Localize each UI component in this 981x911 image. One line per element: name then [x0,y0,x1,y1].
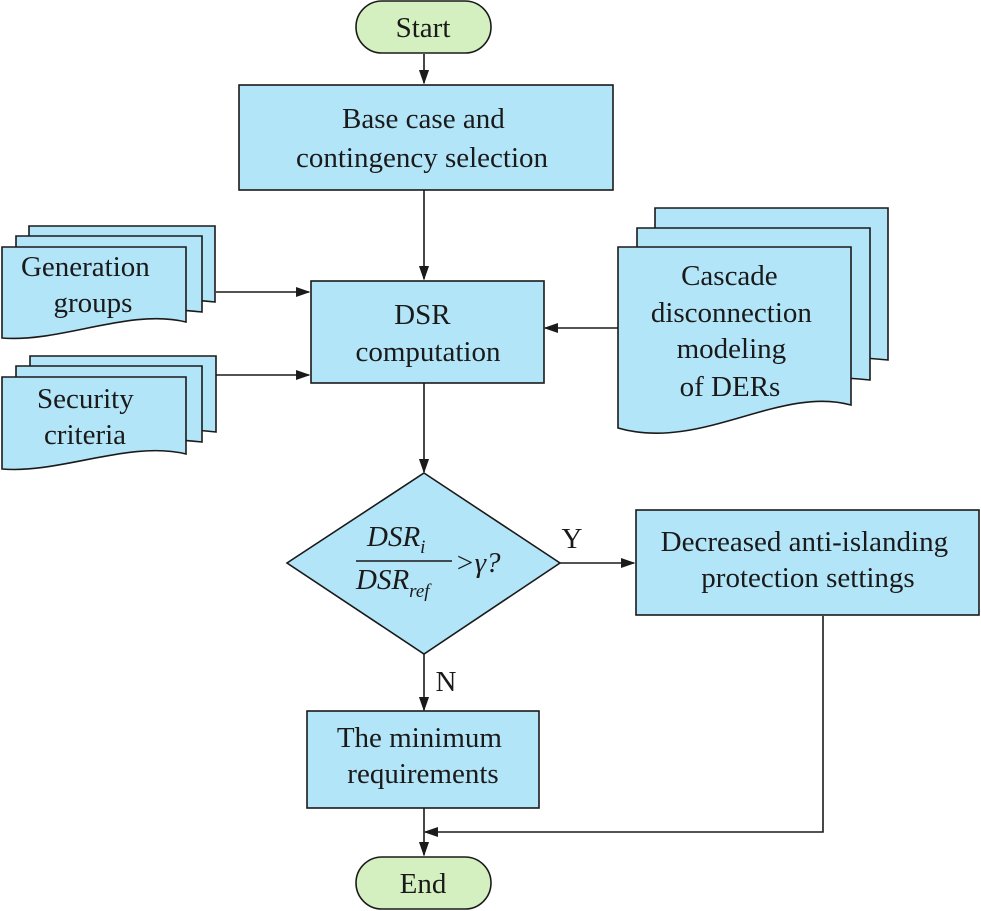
generation-groups-document: Generation groups [1,225,216,340]
decreased-anti-islanding-label: Decreased anti-islanding protection sett… [661,526,956,594]
decision-comparison: >γ? [455,547,501,579]
base-case-label: Base case and contingency selection [296,103,549,174]
minimum-requirements-box: The minimum requirements [306,710,540,809]
end-label: End [400,868,447,900]
yes-label: Y [562,523,583,555]
generation-groups-label: Generation groups [21,251,157,319]
start-label: Start [396,12,451,44]
cascade-document: Cascade disconnection modeling of DERs [617,207,889,434]
dsr-ratio-decision: DSRi DSRref >γ? [285,472,562,655]
security-criteria-label: Security criteria [37,383,141,451]
dsr-computation-box: DSR computation [310,280,545,384]
edge-decreased-to-end [423,616,824,838]
no-label: N [436,666,457,698]
minimum-requirements-label: The minimum requirements [337,722,509,790]
start-terminal: Start [355,0,492,54]
base-case-box: Base case and contingency selection [238,84,614,191]
end-terminal: End [355,856,492,910]
decision-numerator: DSRi [366,521,425,558]
cascade-label: Cascade disconnection modeling of DERs [651,260,819,403]
security-criteria-document: Security criteria [1,355,217,471]
dsr-computation-label: DSR computation [356,299,501,368]
decision-denominator: DSRref [355,564,432,602]
decreased-anti-islanding-box: Decreased anti-islanding protection sett… [635,509,980,616]
